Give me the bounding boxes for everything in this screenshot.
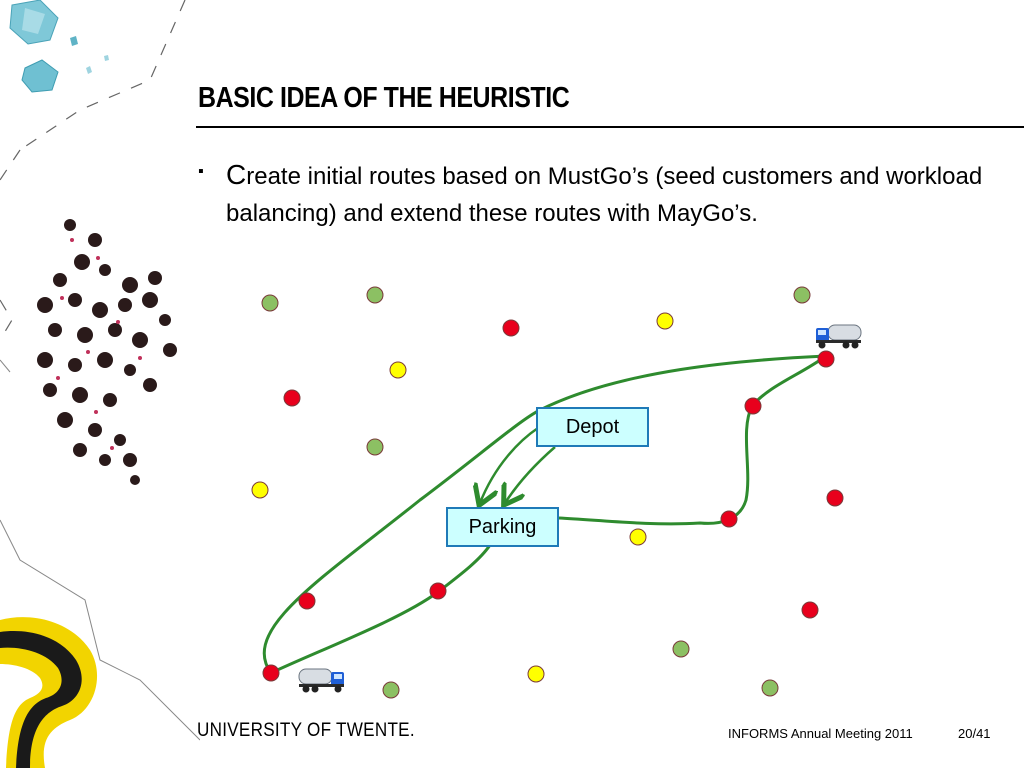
customer-red	[720, 510, 738, 528]
bullet-icon: ▪	[198, 163, 204, 180]
customer-red	[283, 389, 301, 407]
bullet-text: Create initial routes based on MustGo’s …	[226, 156, 996, 232]
customer-nodes	[251, 286, 844, 699]
depot-to-parking-arrows	[480, 426, 556, 503]
bullet-first-letter: C	[226, 159, 247, 190]
conference-name: INFORMS Annual Meeting 2011	[728, 726, 913, 741]
crystal-decoration	[9, 0, 109, 93]
customer-green	[366, 438, 384, 456]
speckle-cluster	[37, 219, 177, 485]
customer-green	[761, 679, 779, 697]
customer-yellow	[629, 528, 647, 546]
customer-yellow	[656, 312, 674, 330]
customer-green	[672, 640, 690, 658]
customer-green	[366, 286, 384, 304]
route-left-outer	[262, 354, 827, 674]
customer-red	[817, 350, 835, 368]
customer-yellow	[527, 665, 545, 683]
customer-green	[793, 286, 811, 304]
page-number: 20/41	[958, 726, 991, 741]
customer-red	[502, 319, 520, 337]
customer-yellow	[251, 481, 269, 499]
customer-red	[262, 664, 280, 682]
decorative-artwork	[0, 0, 200, 768]
customer-red	[429, 582, 447, 600]
customer-yellow	[389, 361, 407, 379]
route-lines	[262, 354, 827, 675]
customer-red	[298, 592, 316, 610]
speckle-highlights	[56, 238, 142, 450]
customer-red	[826, 489, 844, 507]
route-right	[558, 354, 827, 526]
customer-red	[744, 397, 762, 415]
arrow-1	[480, 426, 539, 503]
customer-green	[261, 294, 279, 312]
dashed-lines	[0, 0, 186, 341]
truck-icon	[816, 324, 862, 349]
route-left-inner	[270, 544, 492, 675]
university-logo: UNIVERSITY OF TWENTE.	[197, 720, 415, 741]
parking-box: Parking	[446, 507, 559, 547]
slide-title: BASIC IDEA OF THE HEURISTIC	[198, 82, 570, 114]
truck-icon	[298, 668, 344, 693]
depot-box: Depot	[536, 407, 649, 447]
title-divider	[196, 126, 1024, 128]
customer-green	[382, 681, 400, 699]
customer-red	[801, 601, 819, 619]
solid-lines	[0, 359, 200, 741]
arrow-2	[505, 446, 556, 503]
bullet-rest: reate initial routes based on MustGo’s (…	[226, 163, 983, 227]
yellow-blob-decoration	[0, 617, 98, 768]
